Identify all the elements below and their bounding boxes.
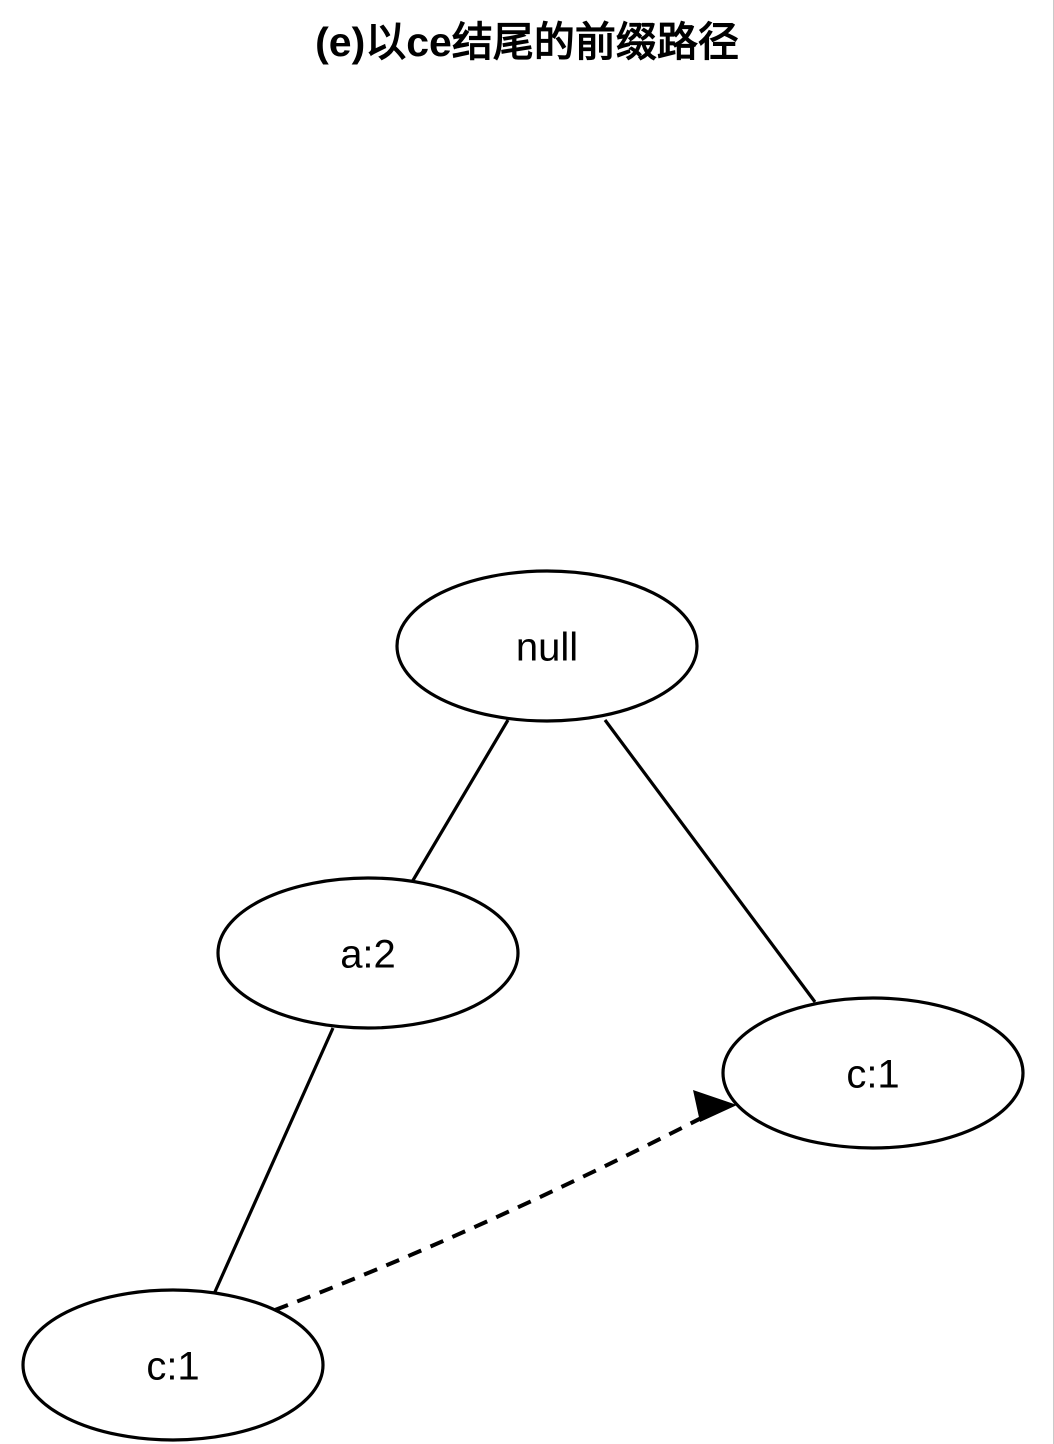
node-root-shape: [395, 569, 699, 723]
node-root-label: null: [516, 626, 578, 670]
node-a2-shape: [216, 876, 520, 1030]
node-c1-left[interactable]: c:1: [21, 1288, 325, 1442]
node-root[interactable]: null: [395, 569, 699, 723]
edge-root-to-c1-right: [603, 719, 817, 1003]
node-c1-left-label: c:1: [146, 1345, 199, 1389]
node-c1-right-shape: [721, 996, 1025, 1150]
node-a2[interactable]: a:2: [216, 876, 520, 1030]
node-c1-right-label: c:1: [846, 1053, 899, 1097]
node-c1-left-shape: [21, 1288, 325, 1442]
page-title: (e)以ce结尾的前缀路径: [315, 19, 739, 65]
edge-a2-to-c1-left: [212, 1027, 335, 1295]
arrow-head-icon: [693, 1090, 737, 1122]
node-link-c1-left-to-c1-right: [274, 1108, 718, 1312]
node-a2-label: a:2: [340, 933, 396, 977]
edge-root-to-a2: [410, 719, 510, 883]
node-c1-right[interactable]: c:1: [721, 996, 1025, 1150]
